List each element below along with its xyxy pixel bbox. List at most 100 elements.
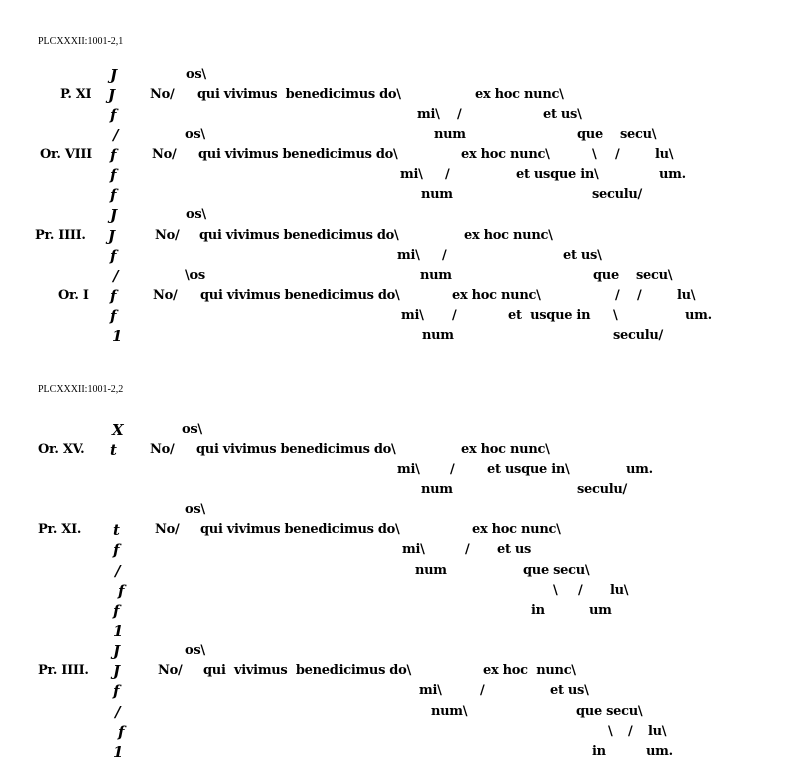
chant-text-segment: mi\ — [400, 167, 423, 182]
chant-text-segment: que — [593, 268, 619, 283]
neume-symbol: f — [110, 307, 117, 325]
chant-text-segment: Pr. XI. — [38, 522, 82, 537]
chant-text-segment: Or. XV. — [38, 442, 85, 457]
chant-text-segment: et usque in — [508, 308, 591, 323]
chant-text-segment: / — [615, 288, 620, 303]
chant-text-segment: secu\ — [620, 127, 657, 142]
neume-symbol: f — [110, 146, 117, 164]
chant-text-segment: / — [480, 683, 485, 698]
chant-text-segment: ex hoc nunc\ — [472, 522, 561, 537]
chant-text-segment: num — [421, 482, 453, 497]
chant-text-segment: um. — [646, 744, 673, 759]
neume-symbol: / — [113, 126, 119, 144]
chant-text-segment: / — [628, 724, 633, 739]
chant-text-segment: / — [578, 583, 583, 598]
chant-text-segment: in — [531, 603, 545, 618]
chant-text-segment: No/ — [155, 522, 180, 537]
chant-text-segment: / — [615, 147, 620, 162]
chant-text-segment: os\ — [182, 422, 202, 437]
chant-text-segment: num — [415, 563, 447, 578]
chant-text-segment: ex hoc nunc\ — [461, 147, 550, 162]
chant-text-segment: lu\ — [677, 288, 696, 303]
neume-symbol: f — [113, 602, 120, 620]
neume-symbol: f — [110, 166, 117, 184]
chant-text-segment: No/ — [155, 228, 180, 243]
chant-text-segment: No/ — [150, 87, 175, 102]
chant-text-segment: qui vivimus benedicimus do\ — [200, 522, 400, 537]
chant-text-segment: seculu/ — [613, 328, 663, 343]
chant-text-segment: \os — [185, 268, 205, 283]
chant-text-segment: mi\ — [397, 462, 420, 477]
chant-text-segment: / — [452, 308, 457, 323]
neume-symbol: f — [110, 106, 117, 124]
chant-text-segment: num — [421, 187, 453, 202]
chant-text-segment: ex hoc nunc\ — [461, 442, 550, 457]
chant-text-segment: que secu\ — [576, 704, 643, 719]
neume-symbol: f — [110, 287, 117, 305]
chant-text-segment: um. — [626, 462, 653, 477]
neume-symbol: f — [118, 582, 125, 600]
neume-symbol: J — [108, 227, 115, 245]
chant-text-segment: et usque in\ — [516, 167, 599, 182]
chant-text-segment: et us — [497, 542, 532, 557]
chant-text-segment: os\ — [186, 207, 206, 222]
chant-text-segment: lu\ — [610, 583, 629, 598]
neume-symbol: / — [113, 267, 119, 285]
chant-text-segment: Or. I — [58, 288, 89, 303]
chant-text-segment: mi\ — [401, 308, 424, 323]
chant-text-segment: seculu/ — [577, 482, 627, 497]
chant-text-segment: um. — [659, 167, 686, 182]
chant-text-segment: lu\ — [648, 724, 667, 739]
chant-text-segment: et us\ — [550, 683, 589, 698]
neume-symbol: f — [113, 682, 120, 700]
chant-text-segment: ex hoc nunc\ — [452, 288, 541, 303]
chant-text-segment: qui vivimus benedicimus do\ — [200, 288, 400, 303]
chant-text-segment: et us\ — [563, 248, 602, 263]
chant-text-segment: os\ — [185, 643, 205, 658]
chant-text-segment: \ — [613, 308, 618, 323]
section-2-header: PLCXXXII:1001-2,2 — [38, 384, 124, 395]
neume-symbol: t — [110, 441, 117, 459]
chant-text-segment: os\ — [185, 127, 205, 142]
chant-text-segment: seculu/ — [592, 187, 642, 202]
neume-symbol: 1 — [113, 622, 124, 640]
chant-text-segment: num — [422, 328, 454, 343]
neume-symbol: J — [113, 662, 120, 680]
neume-symbol: J — [108, 86, 115, 104]
chant-text-segment: um. — [685, 308, 712, 323]
neume-symbol: 1 — [112, 327, 123, 345]
chant-text-segment: et us\ — [543, 107, 582, 122]
chant-text-segment: / — [450, 462, 455, 477]
chant-text-segment: No/ — [158, 663, 183, 678]
section-1-header: PLCXXXII:1001-2,1 — [38, 36, 124, 47]
chant-text-segment: num — [434, 127, 466, 142]
chant-text-segment: mi\ — [397, 248, 420, 263]
neume-symbol: J — [110, 66, 117, 84]
chant-text-segment: qui vivimus benedicimus do\ — [199, 228, 399, 243]
chant-text-segment: mi\ — [402, 542, 425, 557]
neume-symbol: f — [113, 541, 120, 559]
chant-text-segment: qui vivimus benedicimus do\ — [203, 663, 411, 678]
chant-text-segment: qui vivimus benedicimus do\ — [196, 442, 396, 457]
neume-symbol: f — [118, 723, 125, 741]
chant-text-segment: um — [589, 603, 612, 618]
chant-text-segment: No/ — [153, 288, 178, 303]
chant-text-segment: ex hoc nunc\ — [464, 228, 553, 243]
chant-text-segment: qui vivimus benedicimus do\ — [198, 147, 398, 162]
neume-symbol: f — [110, 186, 117, 204]
chant-text-segment: lu\ — [655, 147, 674, 162]
chant-text-segment: \ — [608, 724, 613, 739]
chant-text-segment: / — [457, 107, 462, 122]
chant-text-segment: mi\ — [417, 107, 440, 122]
chant-text-segment: ex hoc nunc\ — [483, 663, 576, 678]
chant-text-segment: / — [465, 542, 470, 557]
chant-text-segment: secu\ — [636, 268, 673, 283]
chant-text-segment: No/ — [152, 147, 177, 162]
chant-text-segment: in — [592, 744, 606, 759]
chant-text-segment: os\ — [185, 502, 205, 517]
neume-symbol: f — [110, 247, 117, 265]
chant-text-segment: / — [637, 288, 642, 303]
chant-text-segment: que — [577, 127, 603, 142]
neume-symbol: / — [115, 562, 121, 580]
chant-text-segment: qui vivimus benedicimus do\ — [197, 87, 401, 102]
